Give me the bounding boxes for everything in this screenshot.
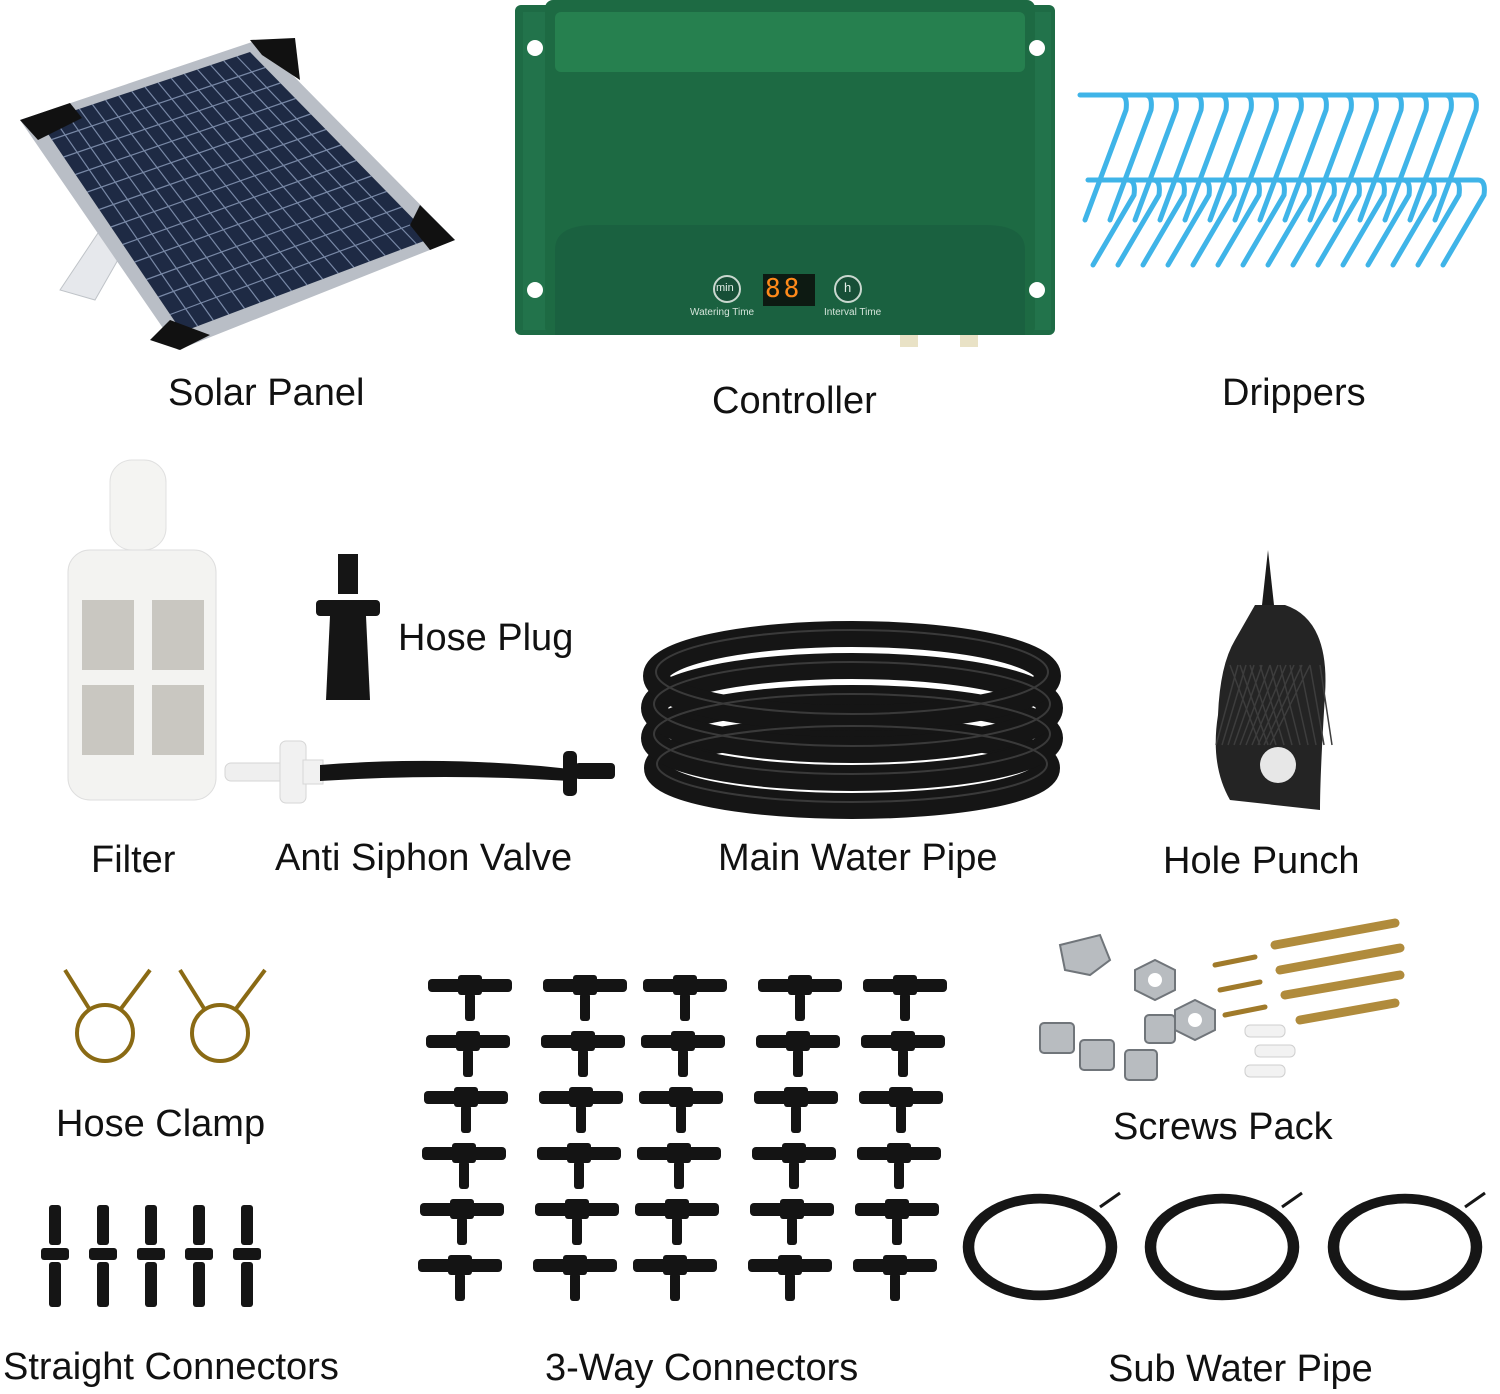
screws-pack-image: [1039, 918, 1405, 1081]
straight-connectors-label: Straight Connectors: [3, 1346, 339, 1388]
hose-clamp-image: [63, 968, 267, 1063]
hose-plug-label: Hose Plug: [398, 617, 574, 659]
controller-min-button: min: [716, 282, 734, 294]
controller-h-button: h: [844, 280, 852, 295]
hose-plug-image: [316, 554, 380, 700]
three-way-connectors-label: 3-Way Connectors: [545, 1347, 859, 1389]
straight-connectors-image: [41, 1205, 261, 1307]
sub-water-pipe-image: [962, 1191, 1486, 1301]
main-water-pipe-label: Main Water Pipe: [718, 837, 998, 879]
controller-interval-time: Interval Time: [824, 307, 882, 318]
drippers-label: Drippers: [1222, 372, 1366, 414]
controller-watering-time: Watering Time: [690, 307, 755, 318]
filter-label: Filter: [91, 839, 176, 881]
hole-punch-image: [1215, 550, 1333, 810]
anti-siphon-valve-image: [224, 740, 615, 804]
sub-water-pipe-label: Sub Water Pipe: [1108, 1348, 1373, 1390]
anti-siphon-valve-label: Anti Siphon Valve: [275, 837, 573, 879]
solar-panel-label: Solar Panel: [168, 372, 365, 414]
controller-label: Controller: [712, 380, 877, 422]
three-way-connectors-image: [418, 975, 947, 1301]
filter-image: [67, 459, 217, 801]
controller-image: [515, 0, 1055, 347]
controller-display: 88: [765, 274, 803, 304]
screws-pack-label: Screws Pack: [1113, 1106, 1333, 1148]
solar-panel-image: [20, 38, 455, 350]
hose-clamp-label: Hose Clamp: [56, 1103, 266, 1145]
drippers-image: [1077, 92, 1487, 268]
hole-punch-label: Hole Punch: [1163, 840, 1360, 882]
main-water-pipe-image: [641, 621, 1063, 819]
